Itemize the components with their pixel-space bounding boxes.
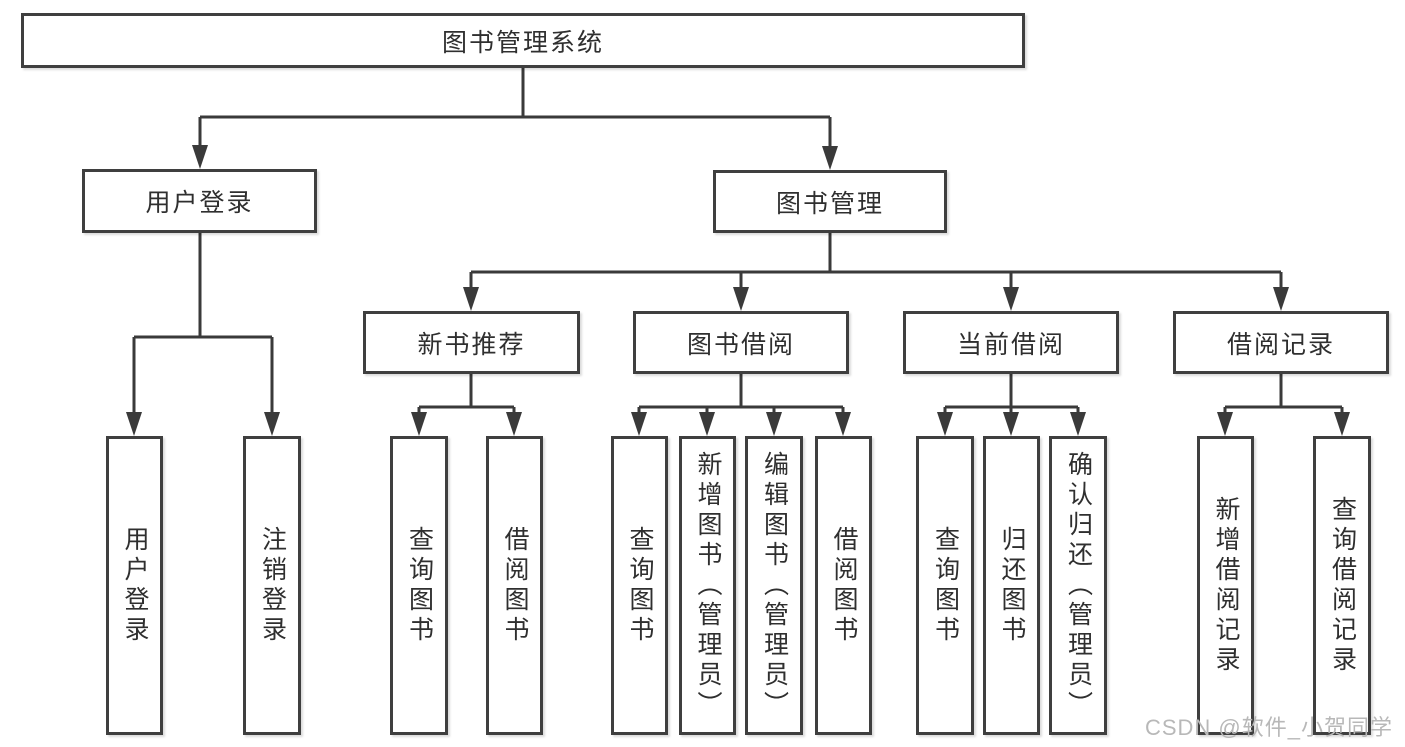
leaf-query-borrow-record: 查询借阅记录	[1313, 436, 1371, 735]
node-label: 用户登录	[145, 189, 254, 217]
node-label: 新书推荐	[417, 330, 526, 359]
node-current-borrow: 当前借阅	[903, 311, 1119, 374]
leaf-add-borrow-record: 新增借阅记录	[1197, 436, 1254, 735]
node-label: 当前借阅	[956, 330, 1065, 359]
node-user-login: 用户登录	[82, 169, 317, 233]
leaf-label: 用户登录	[121, 525, 149, 646]
node-label: 图书管理	[775, 189, 884, 218]
node-book-borrow: 图书借阅	[633, 311, 849, 374]
node-label: 图书管理系统	[441, 28, 604, 57]
leaf-label: 借阅图书	[501, 525, 529, 646]
leaf-query-books-recommend: 查询图书	[390, 436, 448, 735]
leaf-borrow-books-recommend: 借阅图书	[486, 436, 543, 735]
node-new-book-recommend: 新书推荐	[363, 311, 580, 374]
leaf-query-books-current: 查询图书	[916, 436, 974, 735]
leaf-borrow-books: 借阅图书	[815, 436, 872, 735]
leaf-label: 新增借阅记录	[1212, 495, 1240, 676]
node-label: 借阅记录	[1226, 330, 1335, 359]
leaf-edit-book-admin: 编辑图书（管理员）	[745, 436, 803, 735]
leaf-label: 确认归还（管理员）	[1064, 450, 1093, 721]
csdn-watermark: CSDN @软件_小贺同学	[1144, 715, 1393, 740]
leaf-label: 归还图书	[998, 525, 1026, 646]
leaf-label: 查询图书	[626, 525, 654, 646]
leaf-query-books-borrow: 查询图书	[611, 436, 668, 735]
node-borrow-records: 借阅记录	[1173, 311, 1389, 374]
leaf-return-book: 归还图书	[983, 436, 1040, 735]
leaf-label: 注销登录	[258, 525, 287, 646]
leaf-confirm-return-admin: 确认归还（管理员）	[1049, 436, 1107, 735]
leaf-label: 新增图书（管理员）	[694, 450, 722, 721]
leaf-add-book-admin: 新增图书（管理员）	[679, 436, 736, 735]
leaf-logout: 注销登录	[243, 436, 301, 735]
node-book-management: 图书管理	[713, 170, 947, 233]
leaf-label: 查询借阅记录	[1328, 495, 1357, 676]
leaf-label: 查询图书	[931, 525, 960, 646]
leaf-label: 编辑图书（管理员）	[760, 450, 789, 721]
leaf-label: 借阅图书	[830, 525, 858, 646]
leaf-user-login: 用户登录	[106, 436, 163, 735]
leaf-label: 查询图书	[405, 525, 434, 646]
node-library-system: 图书管理系统	[21, 13, 1025, 68]
node-label: 图书借阅	[686, 330, 795, 359]
